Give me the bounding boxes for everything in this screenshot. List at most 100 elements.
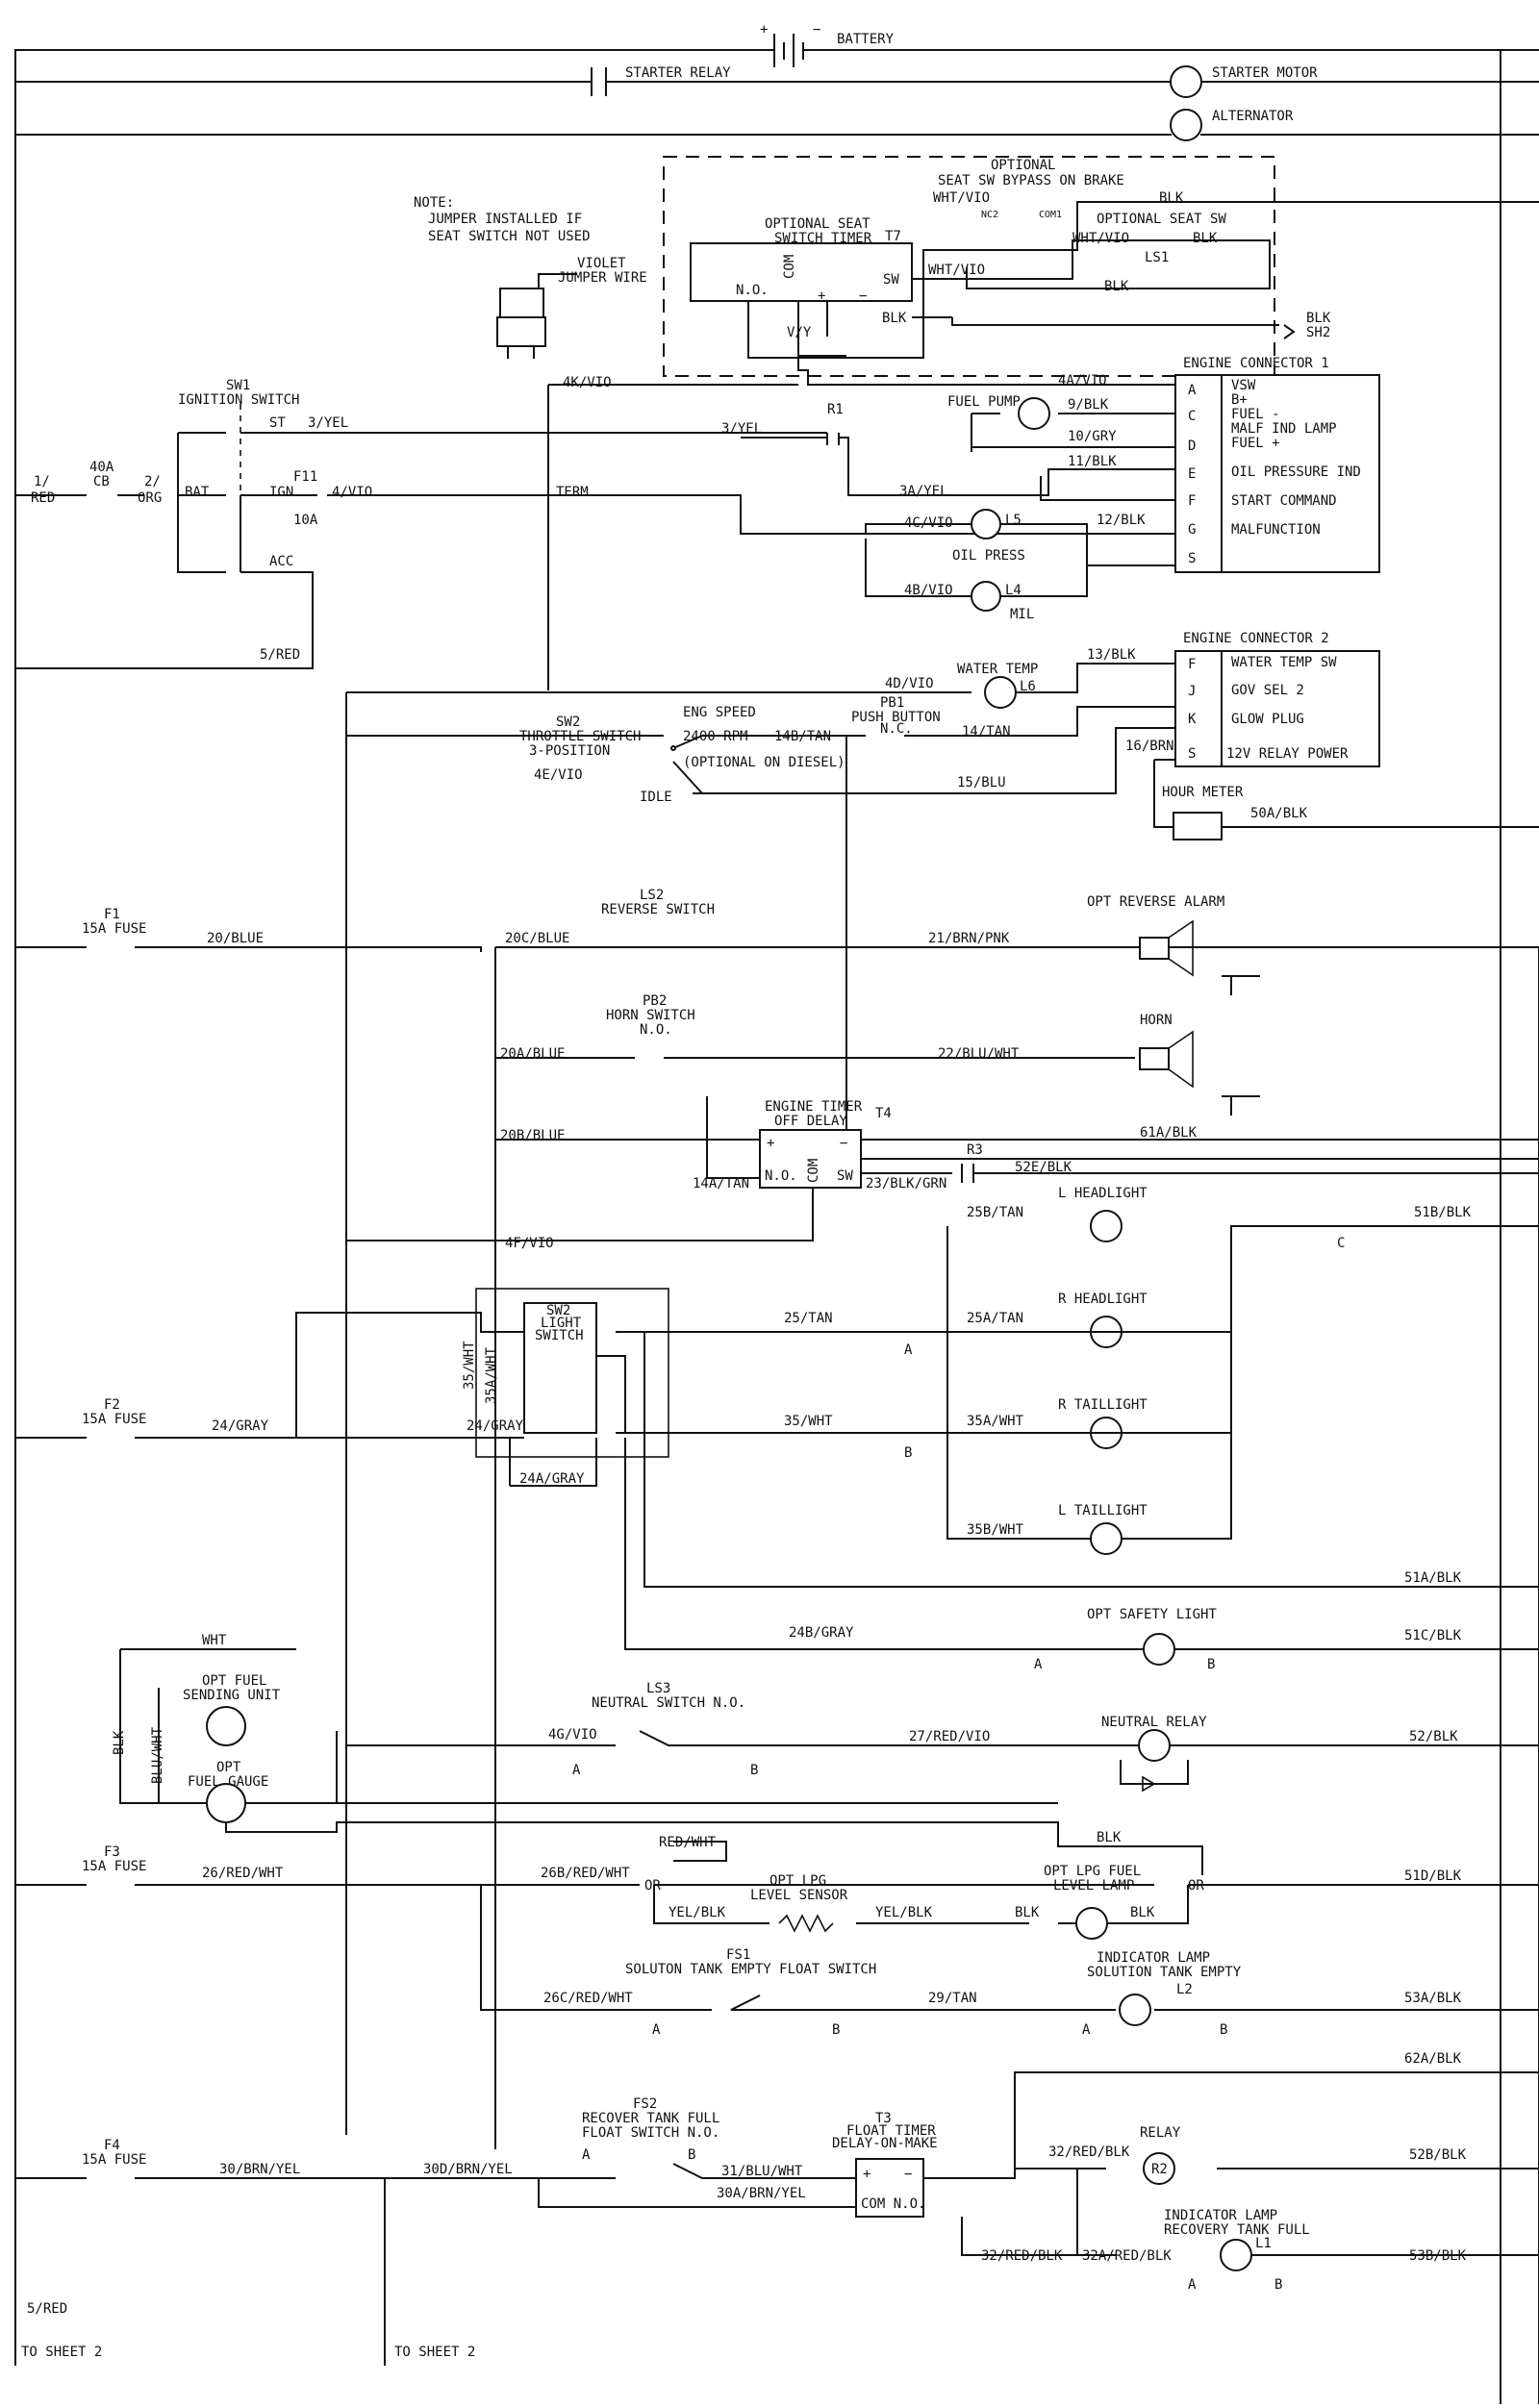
label-fs2-desc-1: RECOVER TANK FULL [582,2111,719,2126]
label-push-button: PUSH BUTTON [851,710,941,725]
label-violet: VIOLET [577,256,626,271]
label-relay: RELAY [1140,2125,1181,2141]
label-b-safety: B [1207,1657,1215,1672]
label-com1: COM1 [1039,210,1062,220]
fuel-pump-symbol [1018,397,1050,430]
label-reverse-switch: REVERSE SWITCH [601,902,715,917]
label-opt-lpg-sensor-2: LEVEL SENSOR [750,1888,848,1903]
label-or-2: OR [1188,1878,1204,1894]
label-a-l2: A [1082,2022,1091,2038]
label-f4-a: F4 [104,2138,120,2153]
wire-4vio: 4/VIO [332,485,372,500]
conn2-func-water: WATER TEMP SW [1231,655,1337,670]
label-bat: BAT [185,485,210,500]
conn1-pin-d: D [1188,439,1196,454]
engine-connector-1 [1174,374,1380,573]
label-mil: MIL [1010,607,1034,622]
label-t7: T7 [885,229,901,244]
conn1-func-malf: MALF IND LAMP [1231,421,1337,437]
label-oil-press: OIL PRESS [952,548,1025,564]
wire-whtvio-1: WHT/VIO [933,190,990,206]
label-ign-switch: IGNITION SWITCH [178,392,299,408]
mil-lamp-l4 [971,581,1001,612]
label-eng-speed-2: 2400 RPM [683,729,747,744]
wire-51dblk: 51D/BLK [1404,1869,1462,1884]
label-b-light-1: B [904,1445,912,1461]
wire-53ablk: 53A/BLK [1404,1991,1462,2006]
label-ls1: LS1 [1145,250,1169,265]
wire-26: 26/RED/WHT [202,1866,284,1881]
wire-51cblk: 51C/BLK [1404,1628,1462,1643]
label-seat-timer-2: SWITCH TIMER [774,231,872,246]
label-fs2-desc-2: FLOAT SWITCH N.O. [582,2125,719,2141]
conn2-func-gov: GOV SEL 2 [1231,683,1304,698]
label-fuel-pump: FUEL PUMP [947,394,1021,410]
conn1-func-malfunction: MALFUNCTION [1231,522,1321,538]
label-a-fs1: A [652,2022,661,2038]
wire-blk-v: BLK [112,1730,127,1755]
label-a-l1: A [1188,2277,1197,2293]
label-ls3: LS3 [646,1681,670,1696]
label-ind-rec-2: RECOVERY TANK FULL [1164,2222,1310,2238]
wire-3yel: 3/YEL [308,415,348,431]
label-eng-conn-1: ENGINE CONNECTOR 1 [1183,356,1329,371]
label-40a: 40A [89,460,114,475]
conn2-pin-f: F [1188,657,1196,672]
conn1-pin-g: G [1188,522,1196,538]
wire-25atan: 25A/TAN [967,1311,1023,1326]
label-alternator: ALTERNATOR [1212,109,1294,124]
wire-35awht: 35A/WHT [967,1414,1024,1429]
conn2-func-relay: 12V RELAY POWER [1226,746,1349,762]
label-jumper-wire: JUMPER WIRE [558,270,647,286]
wire-24gray-2: 24/GRAY [467,1418,524,1434]
label-ind-rec-1: INDICATOR LAMP [1164,2208,1277,2223]
wire-blk-sh: BLK [1306,311,1331,326]
conn2-pin-k: K [1188,712,1197,727]
wire-52blk: 52/BLK [1409,1729,1458,1744]
label-t3: T3 [875,2111,892,2126]
label-sh2: SH2 [1306,325,1330,340]
label-pb1: PB1 [880,695,904,711]
label-sw2-throttle-3: 3-POSITION [529,743,610,759]
label-sw2-light-1: SW2 [546,1303,570,1318]
recovery-tank-lamp-l1 [1220,2239,1252,2271]
note-3: SEAT SWITCH NOT USED [428,229,591,244]
label-l-headlight: L HEADLIGHT [1058,1186,1148,1201]
wire-61ablk: 61A/BLK [1140,1125,1198,1141]
label-f3-a: F3 [104,1844,120,1860]
label-t4-no: N.O. [765,1168,797,1184]
wire-blk-5: BLK [1097,1830,1122,1845]
label-r3: R3 [967,1142,983,1158]
opt-lpg-lamp-symbol [1075,1907,1108,1940]
conn1-pin-c: C [1188,409,1196,424]
wire-25tan: 25/TAN [784,1311,833,1326]
float-timer-t3 [855,2158,924,2218]
seat-switch-timer-t7 [690,242,913,302]
wire-14atan: 14A/TAN [693,1176,749,1191]
label-seat-no: N.O. [736,283,769,298]
wire-blk-1: BLK [1159,190,1184,206]
wire-32ared: 32A/RED/BLK [1082,2248,1172,2264]
engine-connector-2 [1174,650,1380,767]
label-c: C [1337,1236,1345,1251]
label-seat-timer-1: OPTIONAL SEAT [765,216,870,232]
wire-20cblue: 20C/BLUE [505,931,569,946]
label-f3-b: 15A FUSE [82,1859,146,1874]
wire-yelblk-1: YEL/BLK [669,1905,726,1920]
label-eng-timer-2: OFF DELAY [774,1114,847,1129]
label-opt-bypass-1: OPTIONAL [991,158,1055,173]
opt-fuel-gauge [206,1783,246,1823]
relay-r2 [1143,2152,1175,2185]
label-term: TERM [556,485,589,500]
wire-4gvio: 4G/VIO [548,1727,597,1743]
label-r2: R2 [1151,2162,1168,2177]
wire-redwht: RED/WHT [659,1835,717,1850]
label-t4-minus: − [840,1136,847,1151]
conn1-pin-f: F [1188,493,1196,509]
label-sw2-throttle-2: THROTTLE SWITCH [519,729,641,744]
label-fs1: FS1 [726,1947,750,1963]
wire-blk-4: BLK [1104,279,1129,294]
wire-35bwht: 35B/WHT [967,1522,1024,1538]
conn1-pin-a: A [1188,383,1197,398]
wire-29tan: 29/TAN [928,1991,977,2006]
